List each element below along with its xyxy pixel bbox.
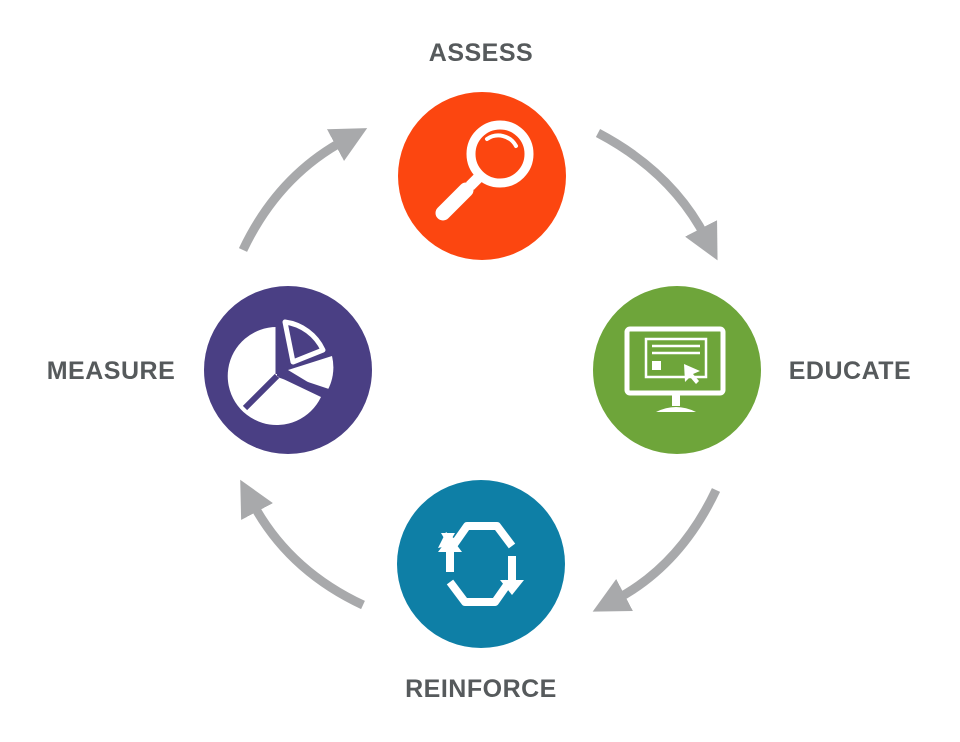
pie-chart-icon xyxy=(227,319,334,425)
arrow-reinforce-to-measure xyxy=(240,479,365,610)
assess-label: ASSESS xyxy=(429,39,533,67)
refresh-cycle-icon xyxy=(438,522,524,606)
reinforce-label: REINFORCE xyxy=(405,675,557,703)
measure-label: MEASURE xyxy=(47,357,176,385)
reinforce-node: REINFORCE xyxy=(397,480,565,703)
measure-node: MEASURE xyxy=(47,286,372,454)
educate-node: EDUCATE xyxy=(593,286,911,454)
assess-node: ASSESS xyxy=(398,39,566,260)
arrow-measure-to-assess xyxy=(238,128,368,252)
computer-monitor-icon xyxy=(624,326,726,412)
magnifying-glass-icon xyxy=(435,120,534,221)
educate-circle xyxy=(593,286,761,454)
arrow-assess-to-educate xyxy=(595,129,718,261)
reinforce-circle xyxy=(397,480,565,648)
arrow-educate-to-reinforce xyxy=(592,488,721,612)
educate-label: EDUCATE xyxy=(789,357,911,385)
